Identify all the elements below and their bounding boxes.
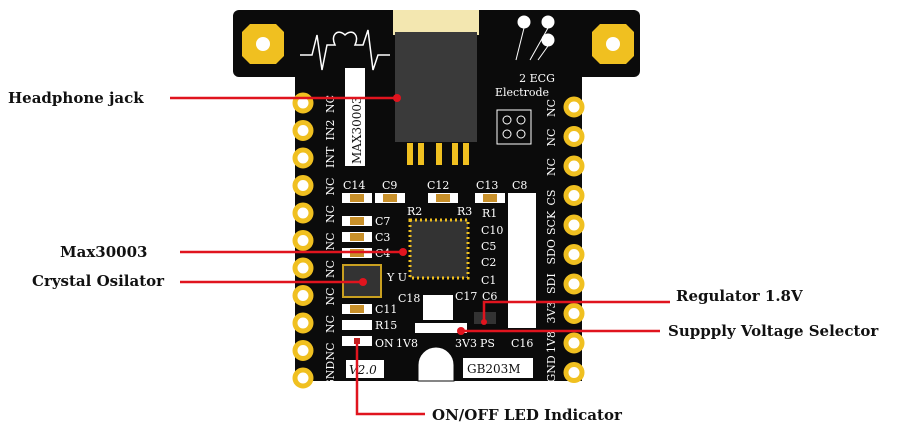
board-notch: [417, 346, 455, 382]
header-pad: [292, 147, 314, 169]
pin-label: NC: [324, 232, 337, 250]
pin-label: 1V8: [545, 331, 558, 353]
label-1v8: 1V8: [396, 337, 418, 350]
version-box: [346, 360, 384, 378]
callout-lines: [170, 94, 670, 416]
header-pad: [563, 185, 585, 206]
model-label: GB203M: [467, 362, 521, 376]
pin-label: SDO: [545, 239, 558, 264]
label-c3: C3: [375, 231, 390, 244]
heart-ecg-icon: [300, 29, 390, 71]
chip-label: MAX30003: [350, 96, 364, 164]
callout-regulator: Regulator 1.8V: [676, 287, 803, 305]
pin-label: NC: [324, 287, 337, 305]
version-label: V2.0: [349, 363, 377, 377]
label-r2: R2: [407, 205, 422, 218]
header-pad: [292, 340, 314, 361]
label-3v3: 3V3: [455, 337, 477, 350]
label-c11: C11: [375, 303, 397, 316]
header-pad: [563, 244, 585, 265]
header-pad: [292, 257, 314, 279]
pin-label: INT: [324, 146, 337, 168]
electrode-chip-icon: [496, 109, 532, 145]
label-c12: C12: [427, 179, 449, 192]
callout-voltage-selector: Suppply Voltage Selector: [668, 322, 879, 340]
header-pad: [563, 273, 585, 295]
model-box: [463, 358, 533, 378]
pin-label: NC: [324, 315, 337, 333]
label-c2: C2: [481, 256, 496, 269]
label-c6: C6: [482, 290, 497, 303]
label-c13: C13: [476, 179, 498, 192]
pin-label: CS: [545, 190, 558, 206]
header-pad: [292, 285, 314, 306]
label-c7: C7: [375, 215, 390, 228]
jack-top: [393, 10, 479, 35]
jack-pins: [407, 143, 469, 165]
label-r1: R1: [482, 207, 497, 220]
header-pad: [292, 230, 314, 251]
header-pad: [563, 303, 585, 324]
header-pad: [563, 362, 585, 383]
electrode-icon: [515, 15, 555, 61]
headphone-jack: [395, 32, 477, 142]
label-c9: C9: [382, 179, 397, 192]
label-c10: C10: [481, 224, 503, 237]
label-on: ON: [375, 337, 394, 350]
header-pad: [563, 214, 585, 236]
pin-label: GND: [324, 361, 337, 388]
label-r3: R3: [457, 205, 472, 218]
callout-led: ON/OFF LED Indicator: [432, 406, 623, 424]
header-pad: [563, 332, 585, 354]
pin-label: IN2: [324, 120, 337, 141]
label-c16: C16: [511, 337, 533, 350]
chip-label-box: [345, 68, 365, 166]
label-c8: C8: [512, 179, 527, 192]
mounting-hole-right: [592, 24, 634, 64]
max30003-chip: [408, 218, 470, 280]
pin-label: SDI: [545, 273, 558, 294]
label-c1: C1: [481, 274, 496, 287]
pin-label: NC: [545, 99, 558, 117]
pin-label: NC: [324, 205, 337, 223]
callout-max30003: Max30003: [60, 243, 147, 261]
header-pad: [292, 312, 314, 334]
label-c5: C5: [481, 240, 496, 253]
pin-label: NC: [324, 95, 337, 113]
pin-label: NC: [324, 260, 337, 278]
pin-label: GND: [545, 355, 558, 382]
header-pad: [563, 96, 585, 118]
label-r15: R15: [375, 319, 397, 332]
pin-label: NC: [324, 342, 337, 360]
header-pad: [292, 120, 314, 141]
pin-label: NC: [545, 128, 558, 146]
callout-headphone-jack: Headphone jack: [8, 89, 144, 107]
label-c4: C4: [375, 247, 390, 260]
power-led: [354, 338, 360, 344]
label-c18: C18: [398, 292, 420, 305]
header-pad: [292, 367, 314, 389]
label-ps: PS: [480, 337, 495, 350]
callout-crystal: Crystal Osilator: [32, 272, 165, 290]
label-yu: Y U: [386, 271, 407, 284]
pin-label: NC: [545, 158, 558, 176]
label-c17: C17: [455, 290, 477, 303]
label-c14: C14: [343, 179, 365, 192]
ecg-label-line2: Electrode: [495, 86, 549, 99]
pin-label: NC: [324, 177, 337, 195]
header-pad: [563, 155, 585, 177]
pin-label: 3V3: [545, 302, 558, 324]
mounting-hole-left: [242, 24, 284, 64]
ecg-label-line1: 2 ECG: [519, 72, 555, 85]
pin-label: SCK: [545, 210, 558, 235]
header-pad: [292, 175, 314, 196]
header-pad: [292, 202, 314, 224]
header-pad: [563, 126, 585, 147]
